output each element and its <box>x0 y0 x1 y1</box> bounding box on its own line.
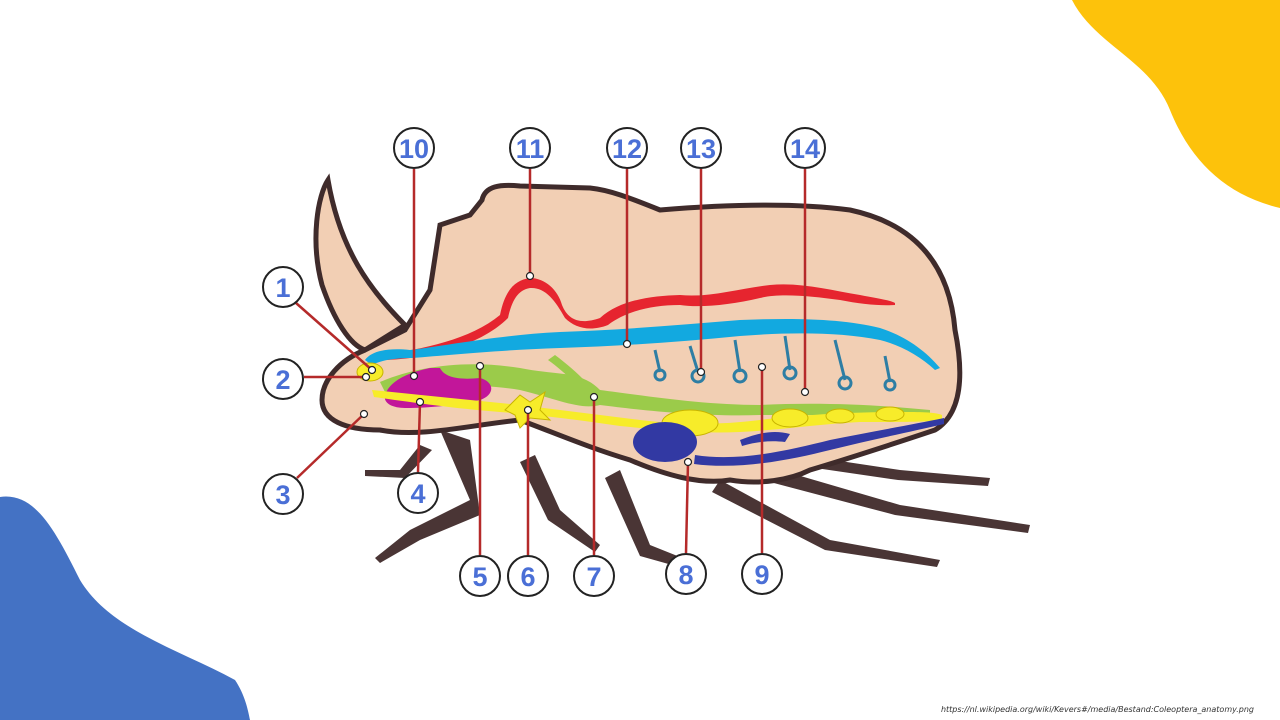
callout-circle-10 <box>393 127 435 169</box>
callout-7: 7 <box>573 555 615 597</box>
callout-label-7: 7 <box>586 562 601 592</box>
callout-circle-1 <box>262 266 304 308</box>
corner-blob-blue <box>0 496 250 720</box>
heart-vessel <box>378 278 895 360</box>
callout-circle-11 <box>509 127 551 169</box>
tracheal-system <box>653 335 897 392</box>
leader-anchor-dot-2 <box>361 372 371 382</box>
callout-9: 9 <box>741 553 783 595</box>
beetle-horn <box>313 173 409 353</box>
leader-lines <box>295 169 810 555</box>
fat-body-navy <box>633 422 697 462</box>
callout-11: 11 <box>509 127 551 169</box>
callout-10: 10 <box>393 127 435 169</box>
leader-anchor-dot-3 <box>359 409 369 419</box>
callout-circle-9 <box>741 553 783 595</box>
callout-label-14: 14 <box>790 134 820 164</box>
ganglion-6 <box>875 406 905 422</box>
callout-6: 6 <box>507 555 549 597</box>
callout-label-2: 2 <box>275 365 290 395</box>
digestive-branches <box>548 355 600 400</box>
callout-label-11: 11 <box>516 134 545 164</box>
leader-anchor-dot-10 <box>409 371 419 381</box>
beetle-anatomy-illustration <box>313 173 1030 572</box>
callout-label-5: 5 <box>472 562 487 592</box>
callout-circle-7 <box>573 555 615 597</box>
leader-line-4 <box>416 401 422 473</box>
hindgut-navy <box>694 418 944 466</box>
digestive-tract <box>380 364 930 418</box>
callout-label-9: 9 <box>754 560 769 590</box>
callout-circle-6 <box>507 555 549 597</box>
beetle-legs <box>365 430 1030 572</box>
callout-circle-13 <box>680 127 722 169</box>
source-credit: https://nl.wikipedia.org/wiki/Kevers#/me… <box>940 705 1254 714</box>
callout-4: 4 <box>397 472 439 514</box>
callout-circle-5 <box>459 555 501 597</box>
leader-line-3 <box>296 413 365 479</box>
leader-line-1 <box>295 302 373 371</box>
ganglion-4 <box>771 408 809 428</box>
callout-label-13: 13 <box>686 134 716 164</box>
callout-circle-2 <box>262 358 304 400</box>
leader-anchor-dot-11 <box>525 271 535 281</box>
leader-anchor-dot-5 <box>475 361 485 371</box>
leader-anchor-dot-4 <box>415 397 425 407</box>
callout-circle-8 <box>665 553 707 595</box>
corner-blob-yellow <box>1072 0 1280 208</box>
callout-label-6: 6 <box>520 562 535 592</box>
leader-anchor-dot-13 <box>696 367 706 377</box>
callout-circle-12 <box>606 127 648 169</box>
leader-anchor-dot-8 <box>683 457 693 467</box>
leader-anchor-dot-9 <box>757 362 767 372</box>
callout-label-8: 8 <box>678 560 693 590</box>
malpighian-tubules <box>740 432 790 446</box>
callout-label-10: 10 <box>399 134 429 164</box>
dorsal-aorta <box>365 318 940 370</box>
callout-2: 2 <box>262 358 304 400</box>
ganglion-5 <box>825 408 855 424</box>
leader-anchor-dot-14 <box>800 387 810 397</box>
callout-1: 1 <box>262 266 304 308</box>
callout-3: 3 <box>262 473 304 515</box>
callout-label-3: 3 <box>275 480 290 510</box>
leader-anchor-dot-7 <box>589 392 599 402</box>
leader-anchor-dot-1 <box>367 365 377 375</box>
leader-anchor-dot-6 <box>523 405 533 415</box>
callout-circle-14 <box>784 127 826 169</box>
callout-label-12: 12 <box>612 134 642 164</box>
callout-5: 5 <box>459 555 501 597</box>
callout-12: 12 <box>606 127 648 169</box>
callout-circle-3 <box>262 473 304 515</box>
callout-label-4: 4 <box>410 479 425 509</box>
callout-label-1: 1 <box>275 273 290 303</box>
callout-14: 14 <box>784 127 826 169</box>
leader-anchor-dot-12 <box>622 339 632 349</box>
callout-8: 8 <box>665 553 707 595</box>
callout-circle-4 <box>397 472 439 514</box>
leader-line-8 <box>684 461 690 554</box>
callout-13: 13 <box>680 127 722 169</box>
